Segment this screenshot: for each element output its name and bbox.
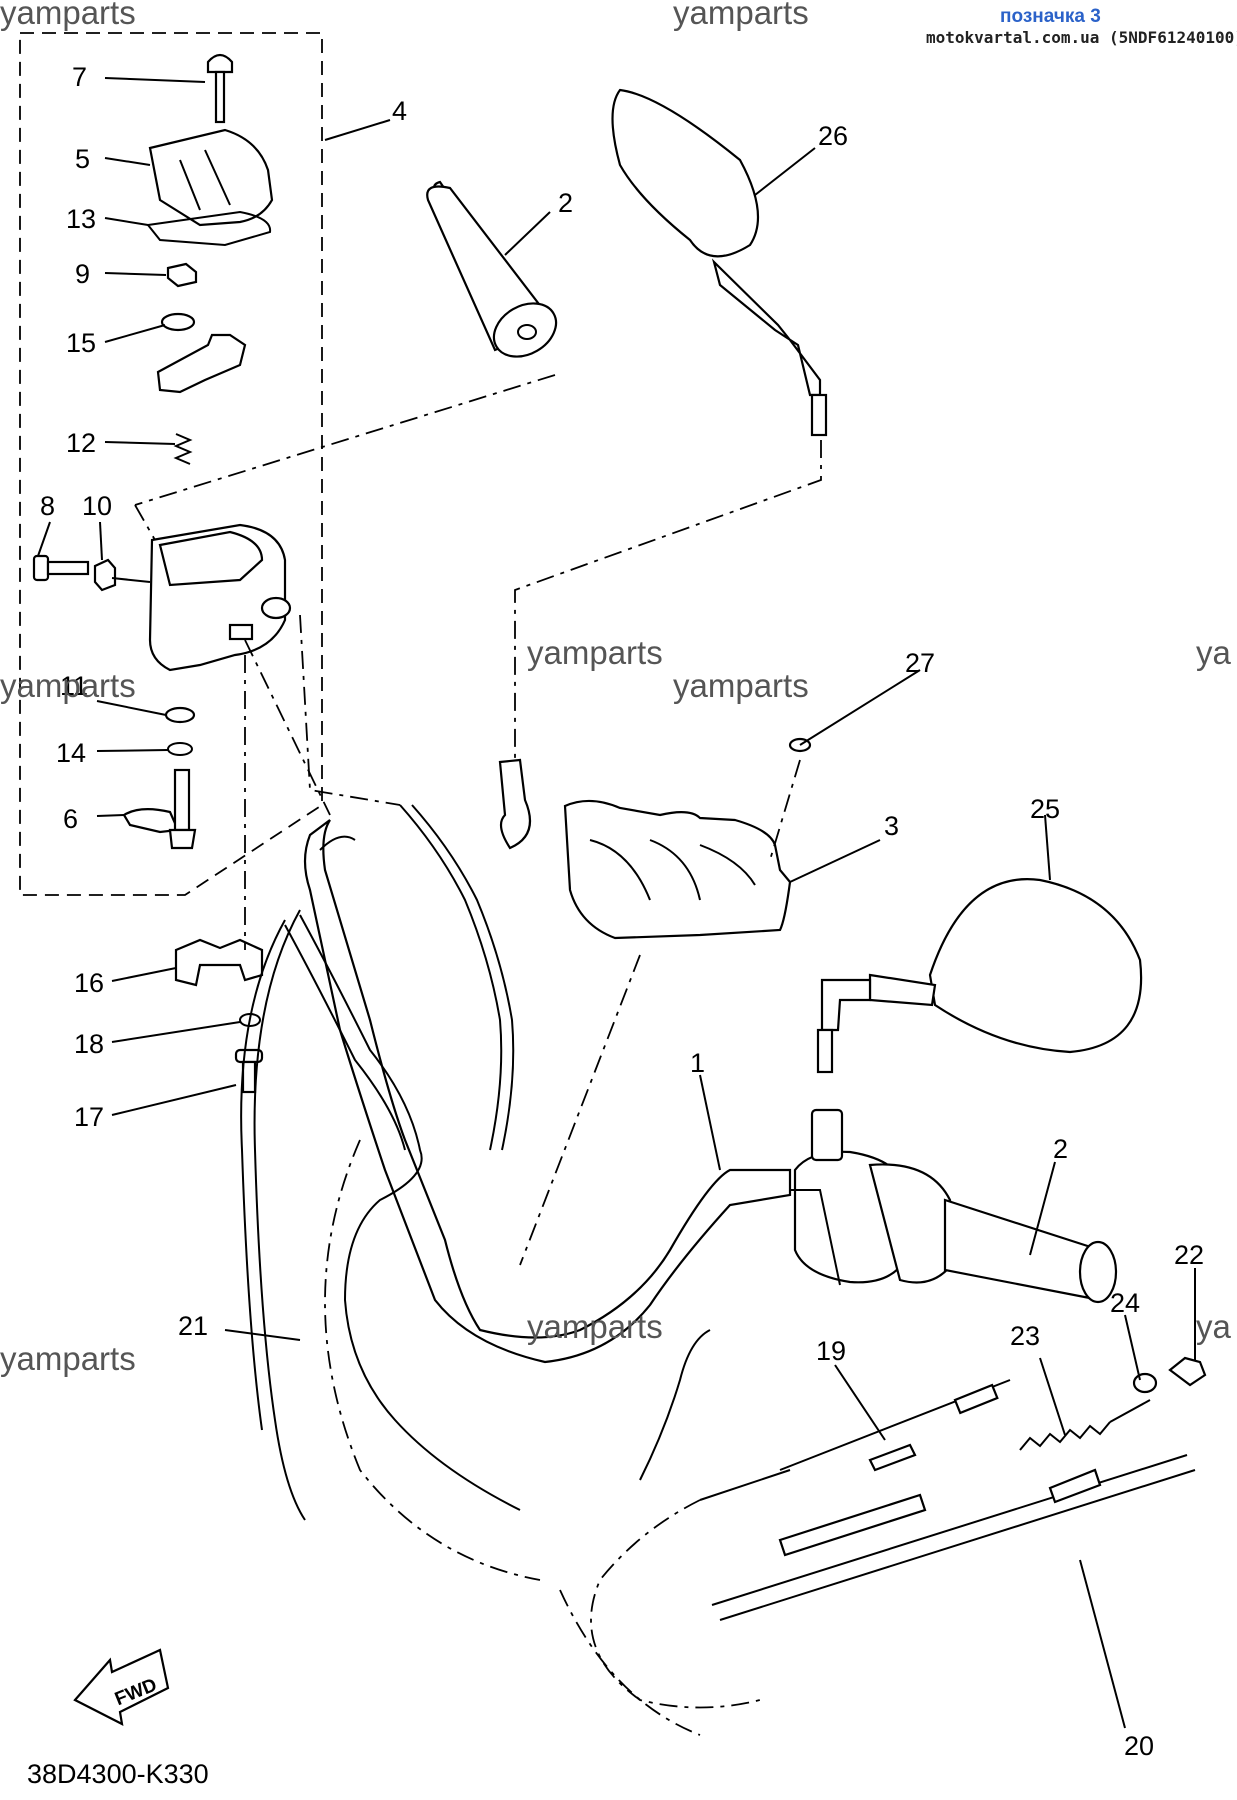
part-15-plate	[156, 312, 247, 394]
part-7-screw	[206, 53, 234, 124]
callout-10: 10	[82, 491, 112, 521]
header-source: motokvartal.com.ua (5NDF61240100)	[926, 28, 1237, 47]
fwd-arrow-icon: FWD	[73, 1648, 170, 1726]
callout-18: 18	[74, 1029, 104, 1059]
leader-lines	[37, 77, 1196, 1729]
callout-4: 4	[392, 96, 407, 126]
callout-13: 13	[66, 204, 96, 234]
part-20-cable	[719, 1469, 1196, 1621]
part-6-lever	[122, 768, 197, 850]
watermark: ya	[1196, 634, 1232, 671]
watermark: yamparts	[0, 0, 136, 31]
watermarks: yamparts yamparts yamparts ya yamparts y…	[0, 0, 1232, 1377]
part-21-cable	[299, 914, 521, 1511]
callout-11: 11	[60, 671, 88, 701]
part-2-grip-right	[943, 1198, 1118, 1304]
watermark: yamparts	[527, 1308, 663, 1345]
callout-8: 8	[40, 491, 55, 521]
part-25-mirror	[816, 878, 1143, 1074]
callout-7: 7	[72, 62, 87, 92]
part-11-washer	[164, 706, 196, 724]
assembly-4-boundary	[19, 32, 323, 896]
part-9-nut	[166, 262, 198, 288]
callout-5: 5	[75, 144, 90, 174]
part-26-mirror	[611, 88, 828, 437]
part-2-grip-left	[426, 180, 558, 358]
callout-21: 21	[178, 1311, 208, 1341]
part-22-end	[1168, 1356, 1207, 1387]
part-holder-bracket	[498, 758, 532, 850]
callout-16: 16	[74, 968, 104, 998]
part-17-screw	[234, 1048, 264, 1094]
watermark: ya	[1196, 1308, 1232, 1345]
part-14-washer	[167, 742, 193, 756]
header-tag: позначка 3	[1000, 6, 1101, 27]
diagram-code: 38D4300-K330	[27, 1759, 209, 1789]
callout-3: 3	[884, 811, 899, 841]
part-12-spring	[173, 433, 193, 465]
callout-15: 15	[66, 328, 96, 358]
callout-1: 1	[690, 1048, 705, 1078]
part-5-cover	[148, 128, 274, 227]
part-switch-housing	[148, 523, 292, 672]
callout-numbers: 7 5 13 9 15 12 8 10 11 14 6 16 18 17 4 2…	[40, 62, 1204, 1761]
watermark: yamparts	[673, 667, 809, 704]
callout-6: 6	[63, 804, 78, 834]
watermark: yamparts	[0, 1340, 136, 1377]
part-13-gasket	[146, 210, 272, 247]
part-23-spring	[1019, 1421, 1111, 1451]
watermark: yamparts	[527, 634, 663, 671]
watermark: yamparts	[673, 0, 809, 31]
callout-14: 14	[56, 738, 86, 768]
callout-23: 23	[1010, 1321, 1040, 1351]
part-3-cover	[563, 799, 792, 940]
callout-2-right: 2	[1053, 1134, 1068, 1164]
callout-26: 26	[818, 121, 848, 151]
watermark: yamparts	[0, 667, 136, 704]
callout-2-top: 2	[558, 188, 573, 218]
part-8-bolt	[32, 554, 90, 582]
callout-20: 20	[1124, 1731, 1154, 1761]
callout-24: 24	[1110, 1288, 1140, 1318]
callout-27: 27	[905, 648, 935, 678]
part-right-switch	[793, 1108, 957, 1284]
callout-12: 12	[66, 428, 96, 458]
part-24-washer	[1132, 1372, 1158, 1394]
part-1-handlebar	[303, 819, 792, 1364]
callout-17: 17	[74, 1102, 104, 1132]
part-10-nut	[93, 558, 117, 592]
part-16-clamp	[174, 938, 264, 987]
callout-25: 25	[1030, 794, 1060, 824]
callout-22: 22	[1174, 1240, 1204, 1270]
callout-9: 9	[75, 259, 90, 289]
callout-19: 19	[816, 1336, 846, 1366]
